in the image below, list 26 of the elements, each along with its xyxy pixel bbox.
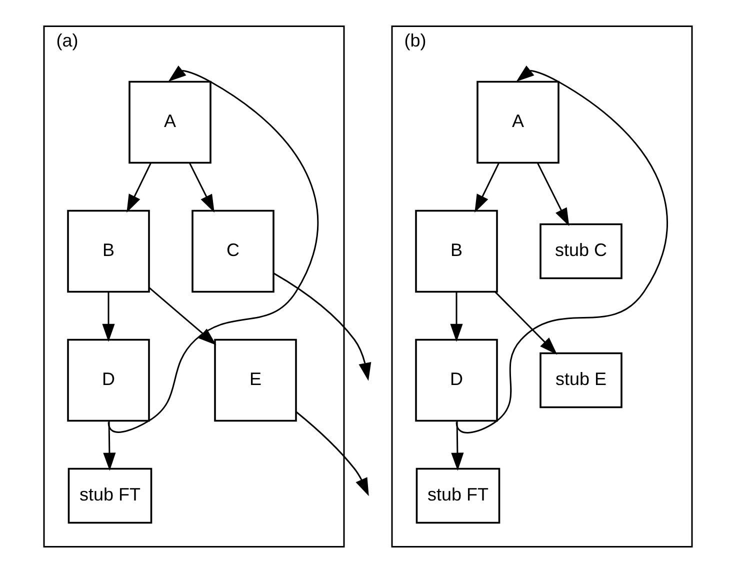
arrow	[450, 421, 464, 471]
node-box: B	[414, 210, 498, 293]
node-box: stub C	[539, 223, 622, 280]
arrow	[148, 286, 216, 346]
node-box: D	[66, 338, 150, 422]
node-box: E	[214, 338, 296, 422]
arrow	[272, 272, 371, 381]
arrow	[188, 162, 214, 213]
arrow	[494, 291, 557, 355]
arrow	[126, 162, 152, 213]
node-box: A	[128, 80, 211, 164]
node-box: A	[476, 80, 559, 164]
arrow	[536, 162, 569, 226]
arrow	[455, 66, 668, 434]
arrow	[474, 162, 500, 213]
arrow	[102, 292, 114, 342]
arrow	[107, 66, 318, 433]
node-box: D	[414, 338, 498, 422]
node-box: stub FT	[415, 468, 500, 524]
arrow	[102, 421, 116, 471]
arrow	[295, 411, 368, 496]
arrow	[450, 292, 462, 342]
node-box: stub E	[539, 352, 622, 408]
node-box: C	[191, 210, 274, 293]
node-box: B	[66, 210, 150, 293]
node-box: stub FT	[67, 468, 152, 524]
